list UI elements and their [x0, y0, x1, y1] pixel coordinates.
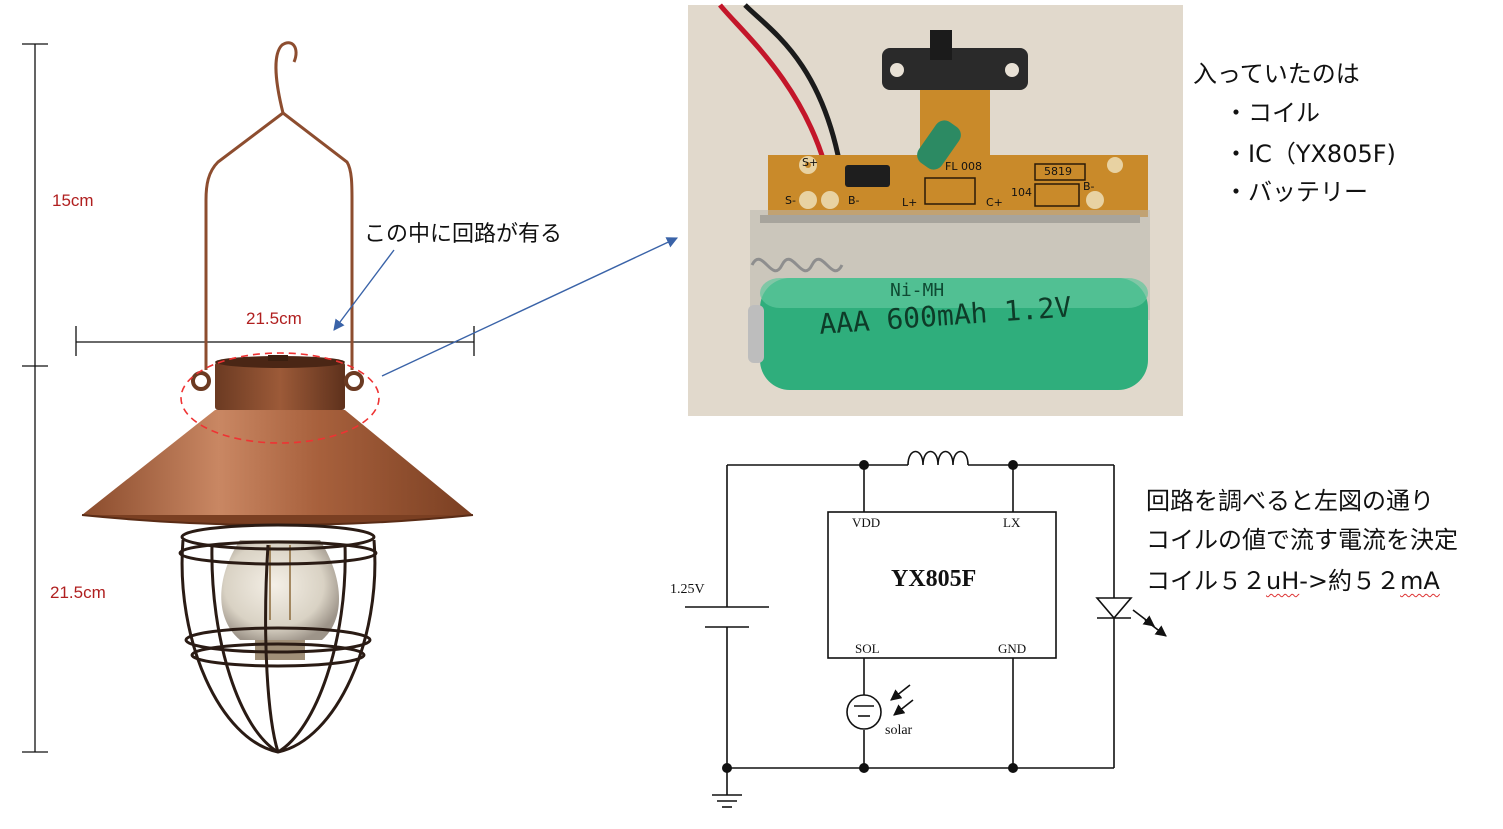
inductor-symbol	[907, 450, 969, 466]
solar-light-arrows	[890, 684, 914, 716]
height-dimension	[22, 43, 48, 753]
pcb-label-fl: FL 008	[945, 160, 982, 173]
led-symbol	[1095, 597, 1133, 620]
width-dimension	[75, 326, 475, 356]
pin-lx: LX	[1003, 515, 1021, 530]
explanation-ma: mA	[1400, 567, 1440, 595]
pcb-label-s-plus: S+	[802, 156, 819, 169]
lantern-cap	[215, 362, 345, 410]
explanation-line-3: コイル５２uH->約５２mA	[1146, 561, 1440, 596]
contents-item-coil: ・コイル	[1224, 99, 1320, 127]
pcb-label-diode: 5819	[1044, 165, 1072, 178]
pcb-label-b-minus: B-	[848, 194, 860, 207]
pcb-label-c-plus: C+	[986, 196, 1003, 209]
ic-label: YX805F	[891, 566, 977, 592]
lantern-cage	[178, 523, 378, 754]
handle	[204, 111, 354, 370]
dimension-width: 21.5cm	[246, 309, 302, 328]
bulb	[221, 540, 340, 640]
callout-arrow	[333, 249, 395, 331]
hook	[274, 41, 298, 114]
pin-sol: SOL	[855, 641, 880, 656]
ic-chip	[827, 511, 1057, 659]
pointer-arrow	[381, 237, 679, 377]
explanation-uh: uH	[1266, 567, 1300, 595]
contents-heading: 入っていたのは	[1193, 60, 1360, 88]
dimension-height-top: 15cm	[52, 191, 94, 210]
circuit-photo	[688, 3, 1183, 416]
voltage-label: 1.25V	[670, 582, 705, 597]
circuit-highlight-ellipse	[180, 352, 380, 444]
pcb-label-cap: 104	[1011, 186, 1032, 199]
junctions	[722, 460, 1018, 773]
pcb-label-s-minus: S-	[785, 194, 796, 207]
solar-label: solar	[885, 723, 913, 738]
solar-cell-symbol	[846, 694, 882, 730]
explanation-line-1: 回路を調べると左図の通り	[1146, 487, 1434, 515]
lantern-shade	[82, 410, 473, 515]
pin-gnd: GND	[998, 641, 1027, 656]
dimension-height-bottom: 21.5cm	[50, 583, 106, 602]
explanation-line-2: コイルの値で流す電流を決定	[1146, 526, 1458, 554]
pin-vdd: VDD	[852, 515, 881, 530]
callout-label: この中に回路が有る	[364, 222, 563, 247]
pcb-label-b-minus-2: B-	[1083, 180, 1095, 193]
pcb-label-l-plus: L+	[902, 196, 918, 209]
contents-item-ic: ・IC（YX805F)	[1224, 140, 1396, 168]
schematic	[685, 450, 1133, 808]
battery-chemistry: Ni-MH	[890, 280, 945, 301]
explanation-approx: ->約５２	[1299, 567, 1401, 595]
led-light-arrows	[1132, 609, 1167, 637]
explanation-coil: コイル５２	[1146, 567, 1266, 595]
contents-item-battery: ・バッテリー	[1224, 178, 1368, 206]
